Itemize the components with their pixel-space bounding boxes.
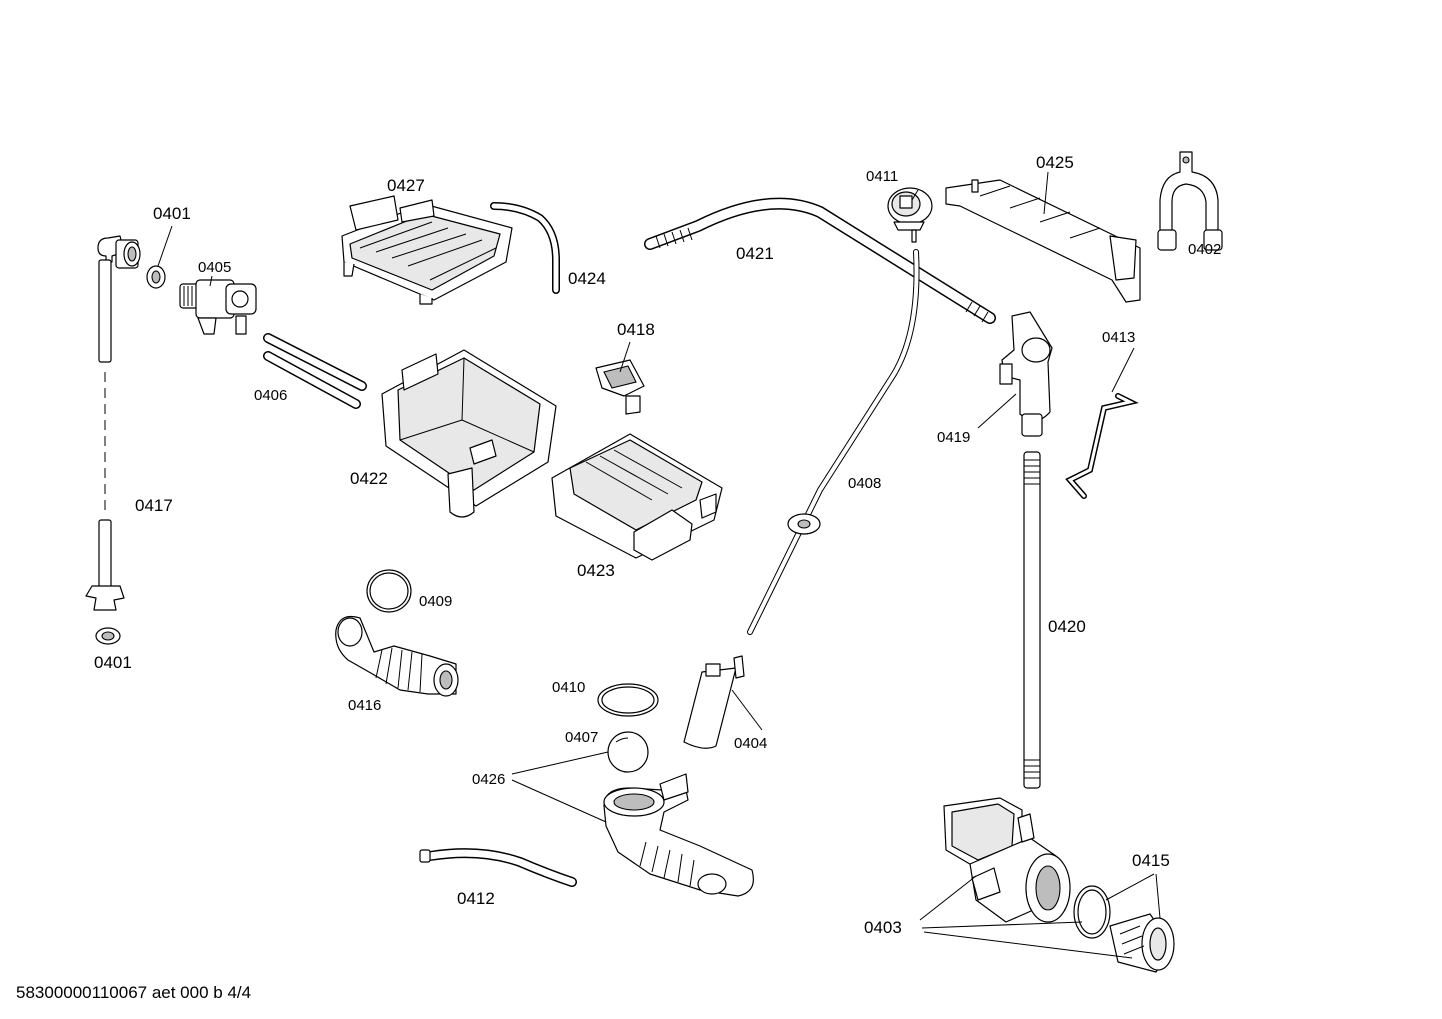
- label-0403: 0403: [864, 918, 902, 937]
- part-0410-seal-ring: [597, 683, 659, 717]
- label-0401-bottom: 0401: [94, 653, 132, 672]
- part-0423-dispenser-drawer: [551, 433, 723, 561]
- part-0403-drain-pump: [943, 797, 1071, 923]
- part-0415-filter: [1073, 885, 1175, 973]
- label-0426: 0426: [472, 771, 505, 788]
- label-0408: 0408: [848, 475, 881, 492]
- part-0427-dispenser-cover: [341, 195, 513, 305]
- label-0416: 0416: [348, 697, 381, 714]
- part-0416-bellows-hose: [335, 615, 459, 697]
- part-0418-clip: [595, 359, 645, 415]
- part-0406-tubes: [263, 333, 367, 409]
- label-0406: 0406: [254, 387, 287, 404]
- part-0408-pressure-tube: [747, 249, 920, 635]
- part-0425-rail-bracket: [945, 179, 1141, 303]
- part-0426-sump-hose: [603, 773, 754, 897]
- label-0407: 0407: [565, 729, 598, 746]
- label-0405: 0405: [198, 259, 231, 276]
- label-0417: 0417: [135, 496, 173, 515]
- drawing-number-footer: 58300000110067 aet 000 b 4/4: [16, 983, 251, 1002]
- label-0421: 0421: [736, 244, 774, 263]
- label-0410: 0410: [552, 679, 585, 696]
- label-0411: 0411: [866, 168, 898, 185]
- leader-lines: [157, 171, 1161, 959]
- label-0401-top: 0401: [153, 204, 191, 223]
- part-0412-hose: [419, 848, 577, 887]
- label-0409: 0409: [419, 593, 452, 610]
- part-0402-u-pipe: [1157, 151, 1223, 251]
- label-0422: 0422: [350, 469, 388, 488]
- part-0417-inlet-hose: [85, 235, 141, 611]
- part-0401-washer-top: [146, 265, 166, 289]
- part-0404-sensor: [683, 655, 745, 749]
- label-0424: 0424: [568, 269, 606, 288]
- label-0413: 0413: [1102, 329, 1135, 346]
- label-0404: 0404: [734, 735, 767, 752]
- part-0420-drain-hose: [1023, 451, 1041, 789]
- part-0409-seal-ring: [366, 569, 412, 613]
- label-0415: 0415: [1132, 851, 1170, 870]
- part-0405-inlet-valve: [179, 279, 257, 335]
- label-0419: 0419: [937, 429, 970, 446]
- label-0427: 0427: [387, 176, 425, 195]
- part-labels: 0401 0405 0406 0417 0401 0427 0424 0418 …: [94, 153, 1221, 937]
- label-0425: 0425: [1036, 153, 1074, 172]
- label-0420: 0420: [1048, 617, 1086, 636]
- label-0412: 0412: [457, 889, 495, 908]
- part-0401-washer-bottom: [95, 627, 121, 645]
- label-0418: 0418: [617, 320, 655, 339]
- part-0413-rod: [1065, 393, 1139, 499]
- part-0407-ball: [607, 731, 649, 773]
- part-0422-dispenser-housing: [381, 349, 557, 518]
- part-0424-hose: [490, 202, 560, 294]
- part-0411-pressure-switch: [887, 187, 933, 243]
- label-0423: 0423: [577, 561, 615, 580]
- part-0419-air-trap: [999, 311, 1053, 437]
- part-0421-long-tube: [644, 197, 996, 324]
- label-0402: 0402: [1188, 241, 1221, 258]
